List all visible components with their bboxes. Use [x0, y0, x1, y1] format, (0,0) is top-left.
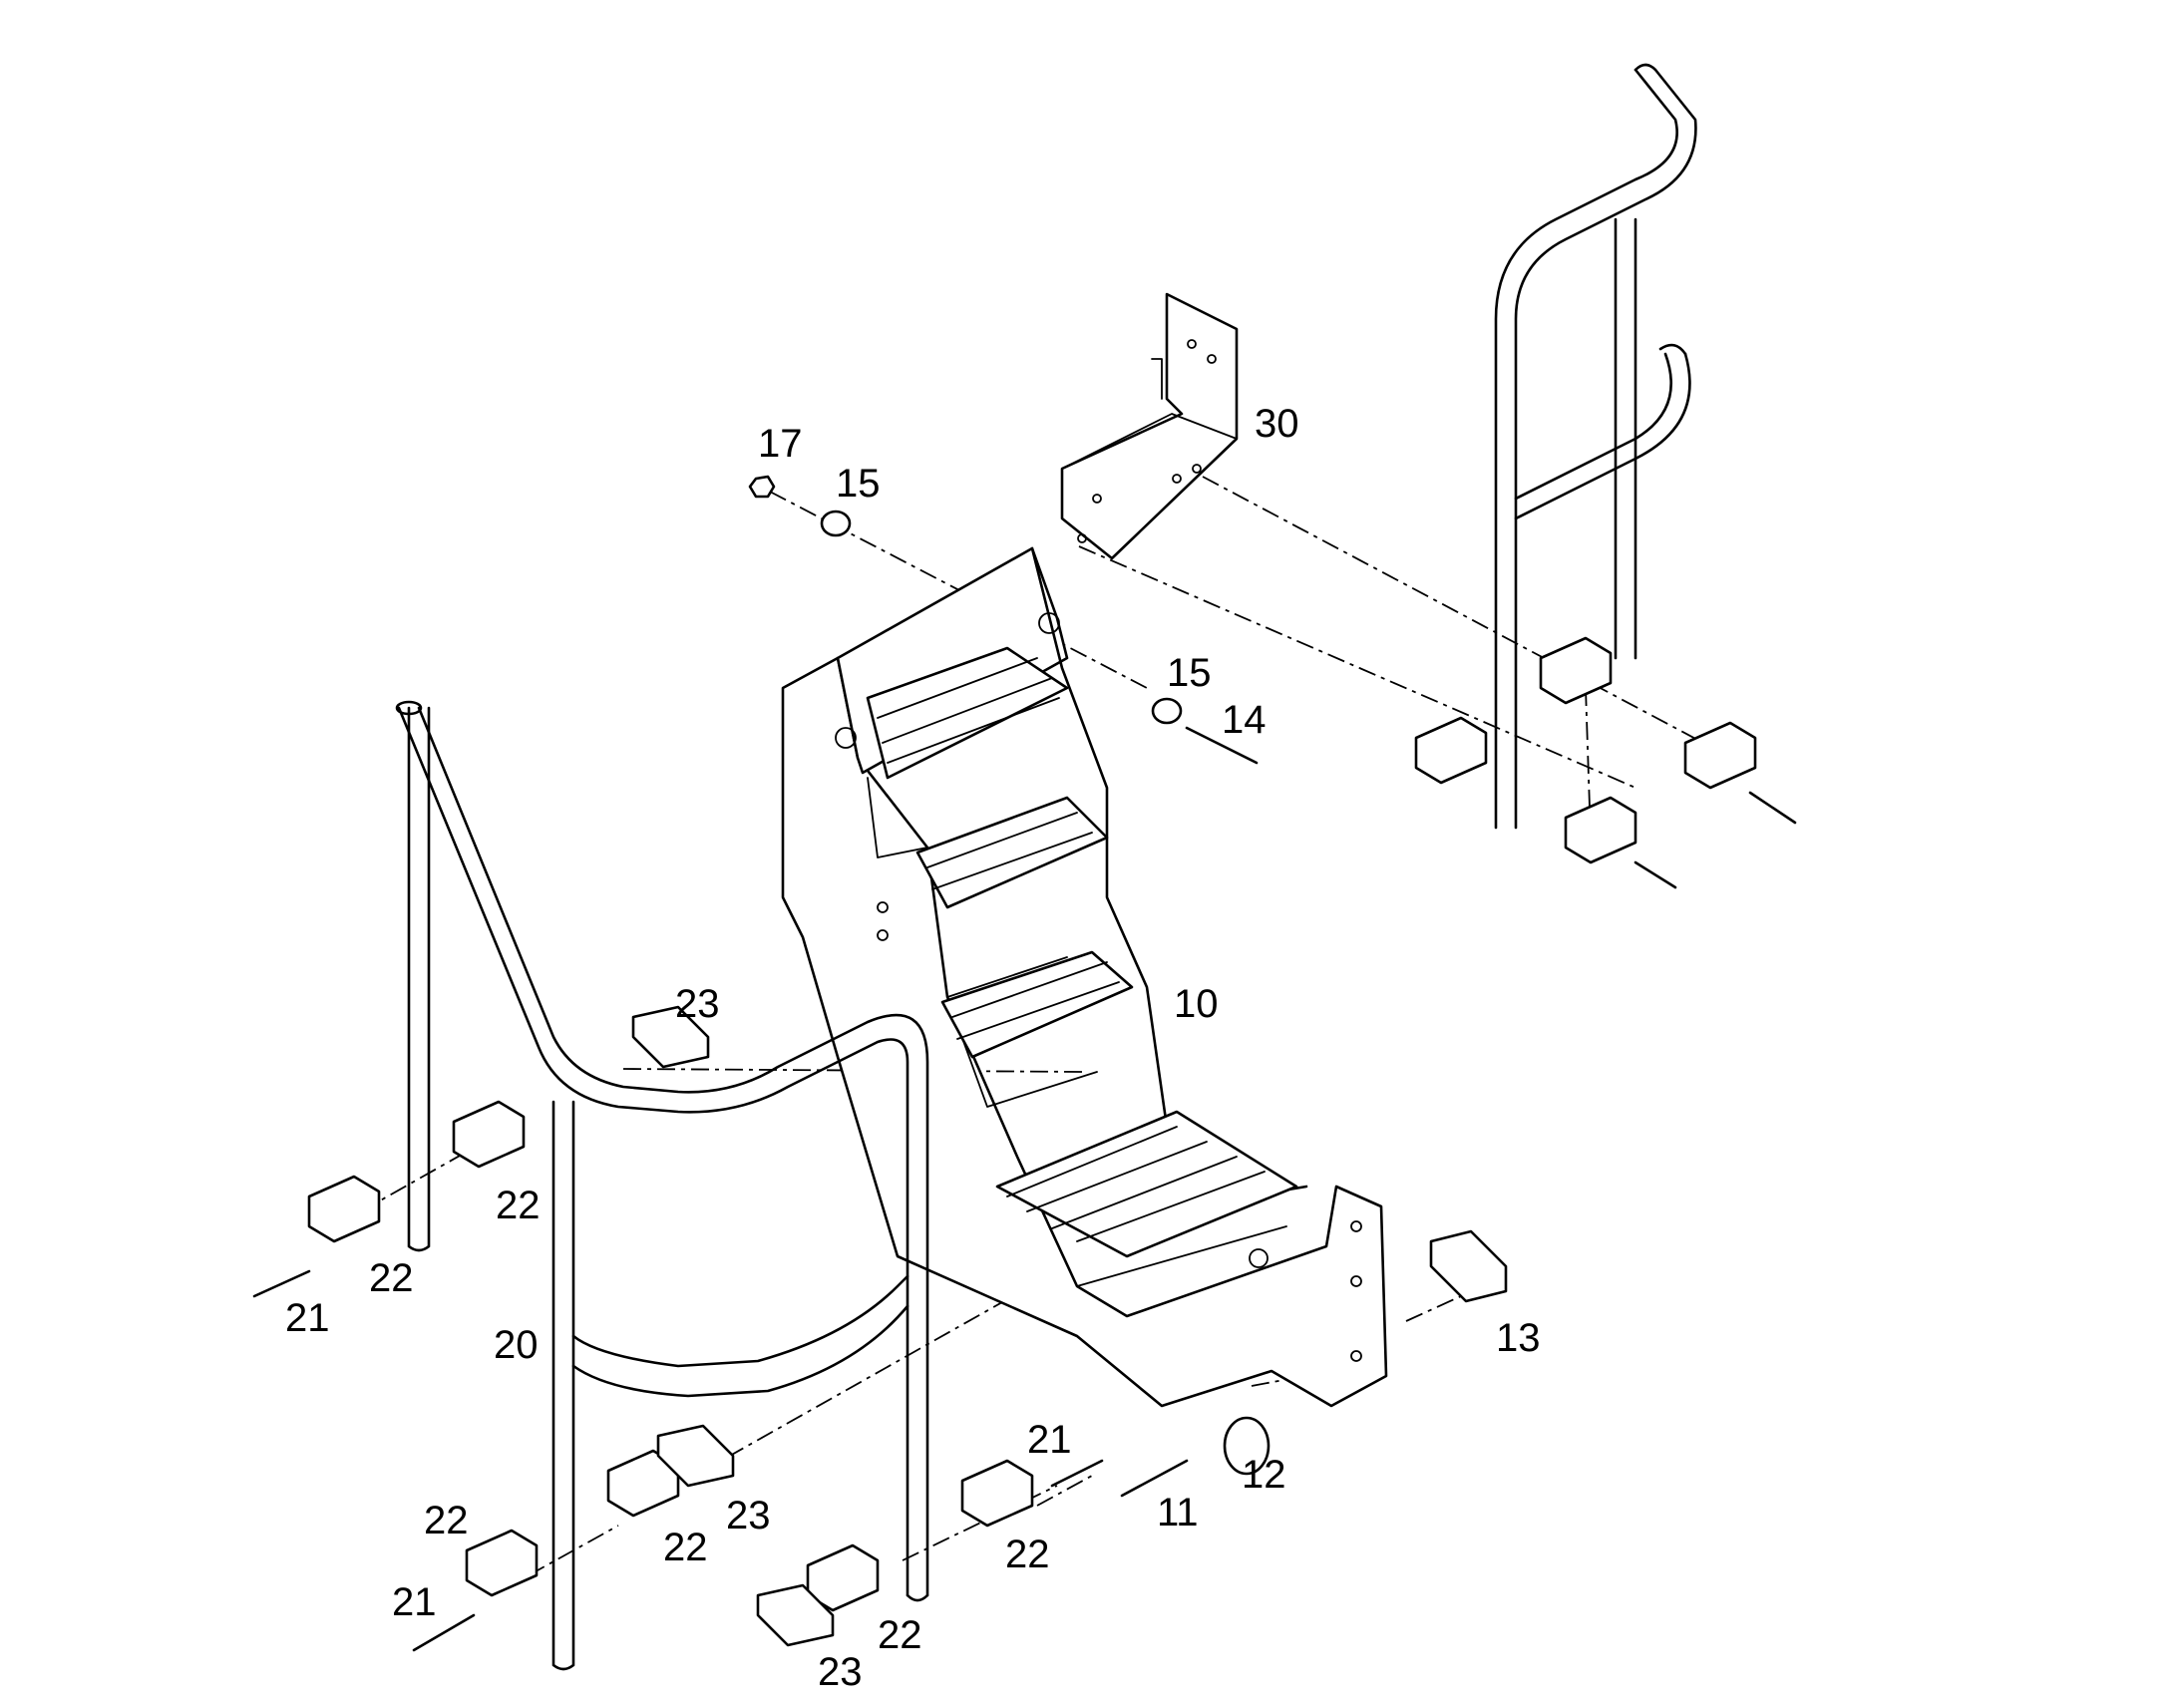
callout-22-upper-a: 22 — [496, 1184, 541, 1227]
callout-10: 10 — [1174, 982, 1219, 1026]
callout-21-lower: 21 — [392, 1580, 437, 1624]
callout-15-top: 15 — [836, 462, 881, 506]
callout-20: 20 — [494, 1323, 539, 1367]
callout-21-mid: 21 — [1027, 1418, 1072, 1462]
callout-23-top: 23 — [675, 982, 720, 1026]
callout-17: 17 — [758, 422, 803, 466]
callout-30: 30 — [1255, 402, 1299, 446]
callout-23-bottom: 23 — [818, 1650, 863, 1694]
callout-14: 14 — [1222, 698, 1267, 742]
fasteners — [252, 475, 1797, 1652]
callout-23-mid: 23 — [726, 1494, 771, 1537]
callout-labels: 17 15 30 15 14 10 23 22 22 21 20 13 21 1… — [285, 402, 1541, 1694]
callout-11: 11 — [1157, 1491, 1199, 1535]
callout-15-mid: 15 — [1167, 651, 1212, 695]
left-handrail — [395, 700, 929, 1671]
callout-22-lower-c: 22 — [1005, 1533, 1050, 1576]
mounting-bracket — [1060, 292, 1239, 560]
right-handrail — [1494, 63, 1697, 830]
callout-22-lower-d: 22 — [878, 1613, 922, 1657]
callout-13: 13 — [1496, 1316, 1541, 1360]
callout-21-left: 21 — [285, 1296, 330, 1340]
callout-22-upper-b: 22 — [369, 1256, 414, 1300]
step-ladder-frame — [781, 546, 1388, 1408]
clamp-parts — [307, 636, 1757, 1612]
callout-12: 12 — [1242, 1453, 1286, 1497]
plate-parts — [631, 1005, 1508, 1647]
callout-22-lower-b: 22 — [663, 1526, 708, 1569]
callout-22-lower-a: 22 — [424, 1499, 469, 1542]
